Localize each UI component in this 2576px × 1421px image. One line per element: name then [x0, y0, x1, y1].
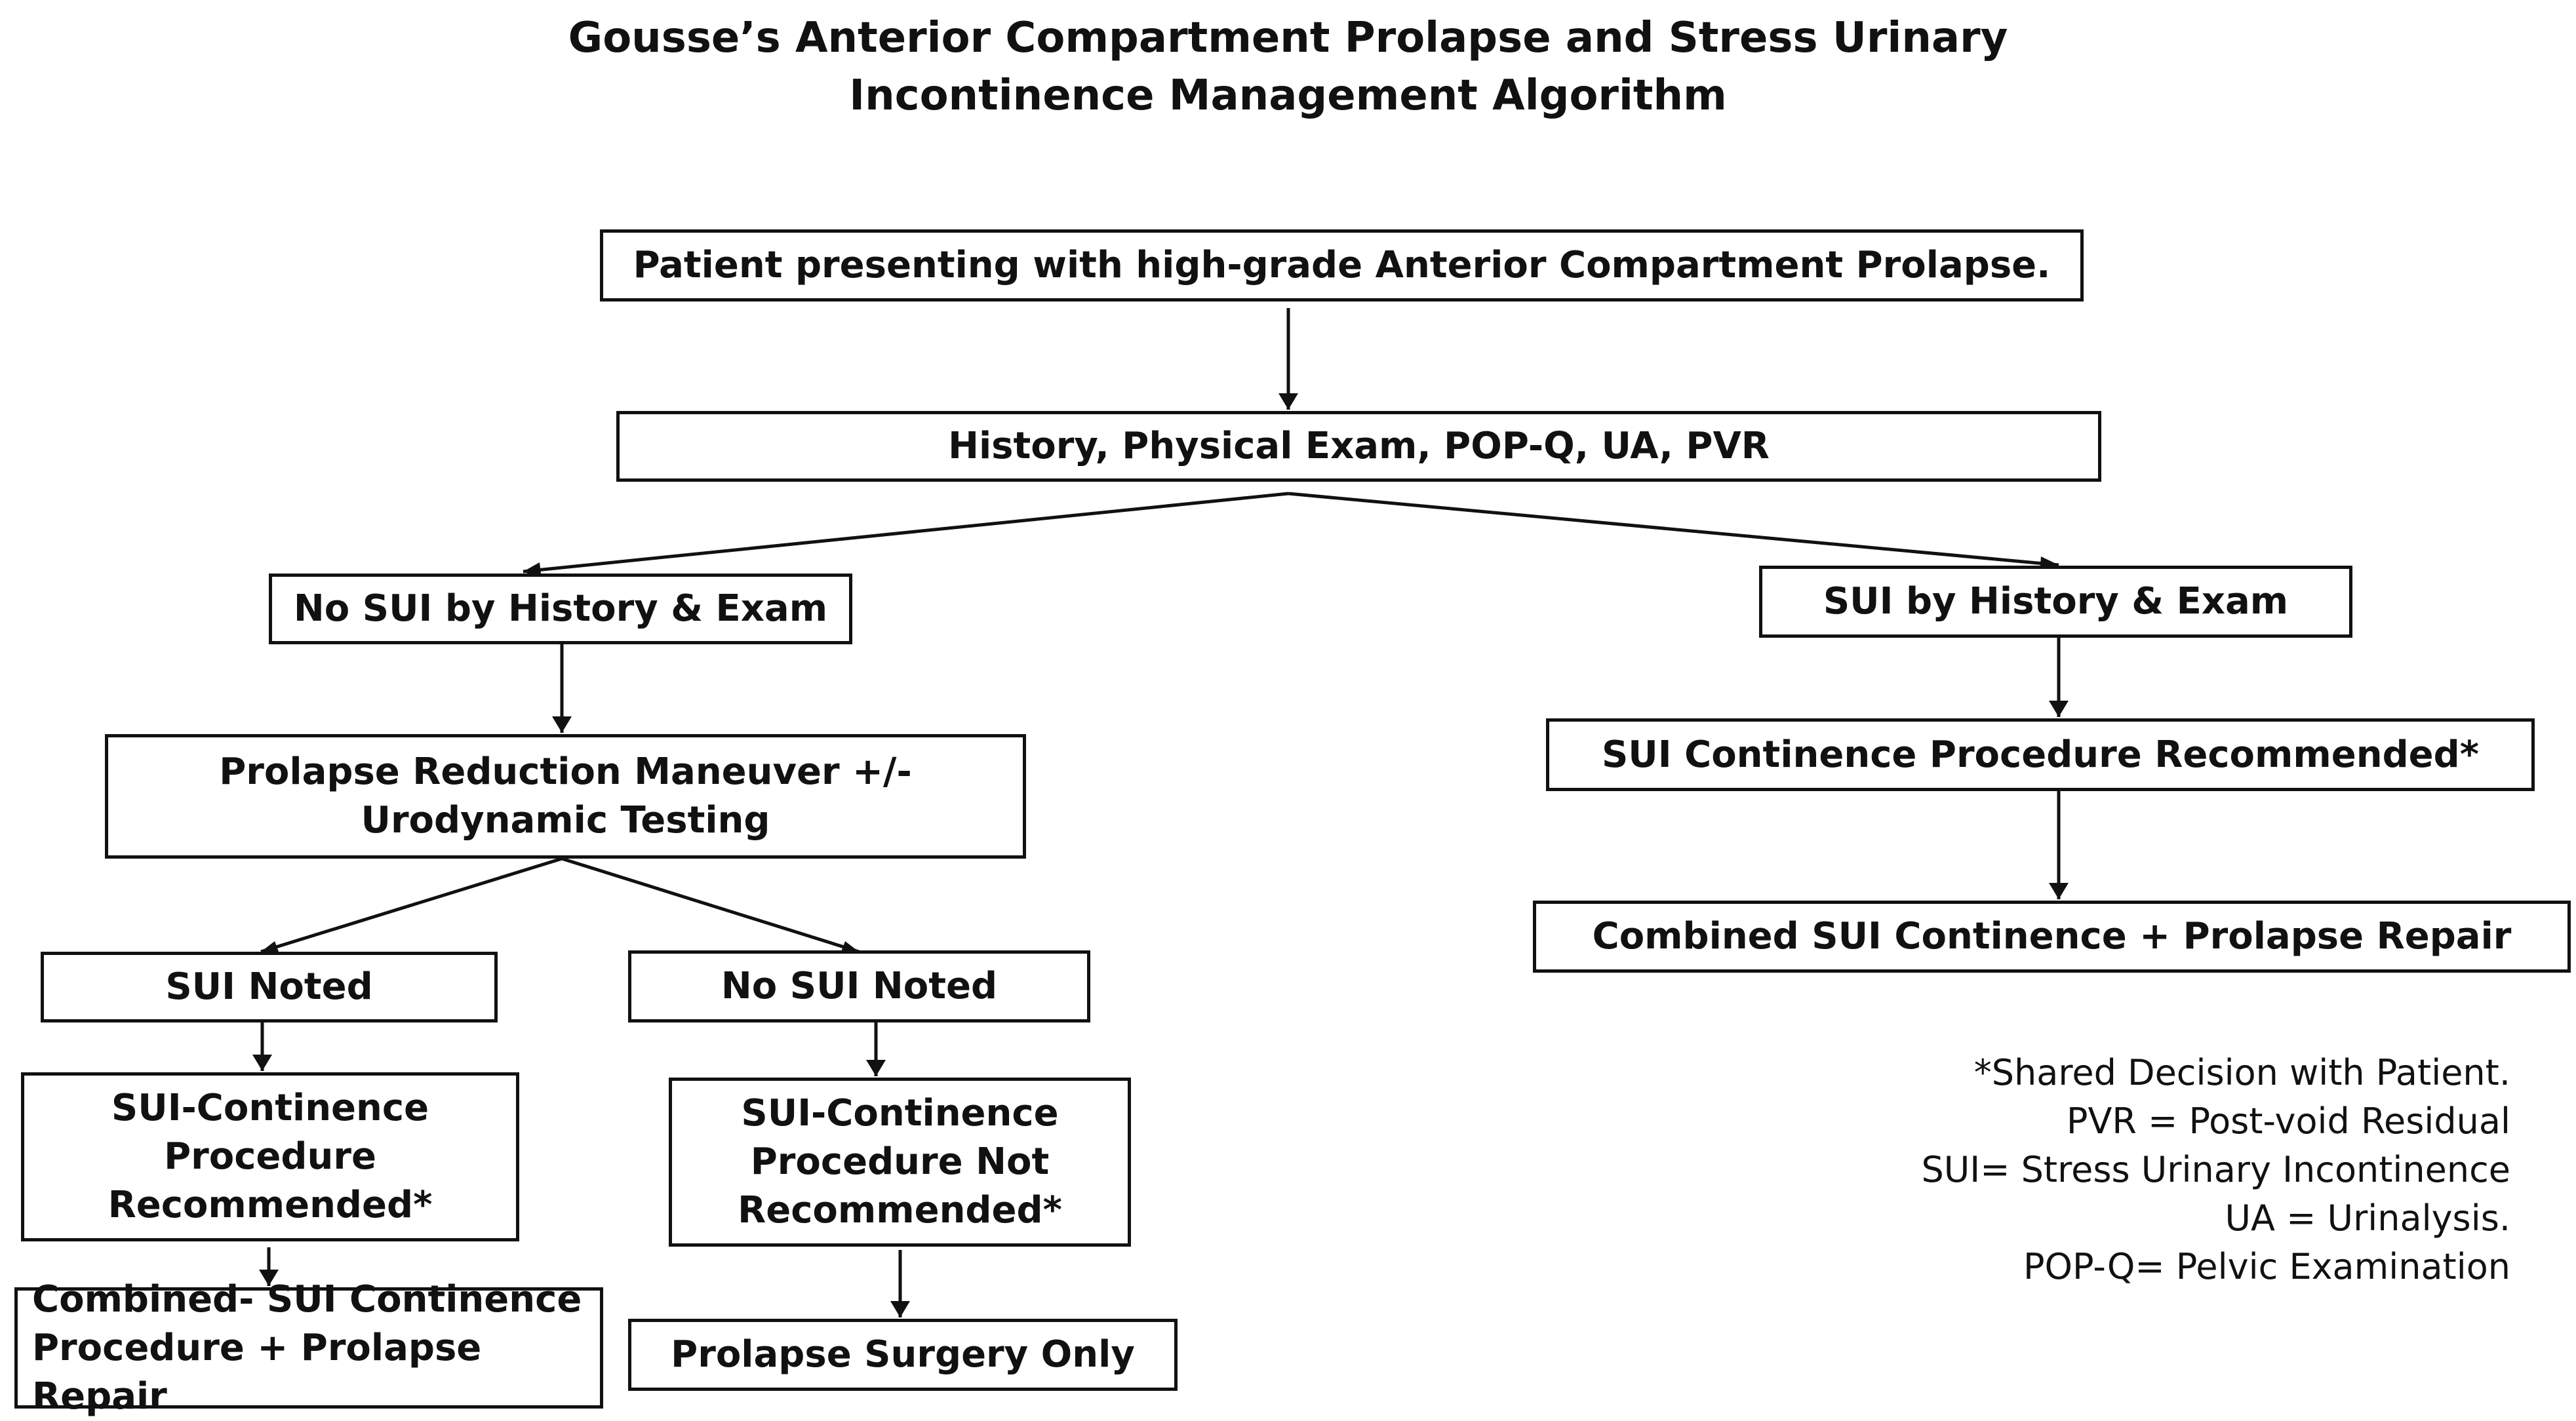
- node-no-sui-noted: No SUI Noted: [628, 950, 1090, 1022]
- legend-line: POP-Q= Pelvic Examination: [2023, 1246, 2510, 1287]
- node-sui-noted: SUI Noted: [41, 952, 498, 1022]
- title-line-1: Gousse’s Anterior Compartment Prolapse a…: [568, 14, 2008, 62]
- arrow-history-to-sui: [1288, 492, 2059, 567]
- arrowhead-not-recommended: [866, 1060, 886, 1076]
- arrowhead-procedure: [2049, 701, 2069, 717]
- arrow-reduction-to-no-sui-noted: [561, 857, 860, 954]
- node-presenting: Patient presenting with high-grade Anter…: [600, 229, 2084, 302]
- arrowhead-reduction: [552, 716, 572, 733]
- arrow-reduction-to-sui-noted: [260, 857, 563, 954]
- arrow-history-to-no-sui: [523, 492, 1289, 574]
- node-history-exam: History, Physical Exam, POP-Q, UA, PVR: [616, 411, 2101, 482]
- legend-line: PVR = Post-void Residual: [2066, 1100, 2510, 1142]
- arrowhead-recommended: [252, 1055, 272, 1071]
- arrowhead-surgery-only: [890, 1301, 910, 1317]
- node-no-sui-history: No SUI by History & Exam: [269, 574, 852, 644]
- node-prolapse-reduction: Prolapse Reduction Maneuver +/- Urodynam…: [105, 734, 1026, 859]
- diagram-title: Gousse’s Anterior Compartment Prolapse a…: [0, 9, 2576, 125]
- legend-line: *Shared Decision with Patient.: [1973, 1052, 2510, 1093]
- legend-line: UA = Urinalysis.: [2225, 1197, 2510, 1239]
- abbreviation-legend: *Shared Decision with Patient. PVR = Pos…: [1922, 1049, 2511, 1291]
- title-line-2: Incontinence Management Algorithm: [849, 71, 1727, 120]
- arrowhead-history: [1278, 393, 1298, 410]
- node-sui-continence-not-recommended: SUI-Continence Procedure Not Recommended…: [669, 1078, 1131, 1247]
- node-sui-procedure-recommended: SUI Continence Procedure Recommended*: [1546, 718, 2535, 791]
- node-combined-left: Combined- SUI Continence Procedure + Pro…: [14, 1278, 603, 1418]
- node-sui-history: SUI by History & Exam: [1759, 566, 2352, 638]
- node-prolapse-surgery-only: Prolapse Surgery Only: [628, 1319, 1178, 1391]
- node-combined-right: Combined SUI Continence + Prolapse Repai…: [1533, 901, 2571, 973]
- arrowhead-combined-left: [259, 1270, 279, 1286]
- legend-line: SUI= Stress Urinary Incontinence: [1921, 1149, 2511, 1190]
- node-sui-continence-recommended: SUI-Continence Procedure Recommended*: [21, 1072, 519, 1241]
- arrowhead-combined-right: [2049, 883, 2069, 899]
